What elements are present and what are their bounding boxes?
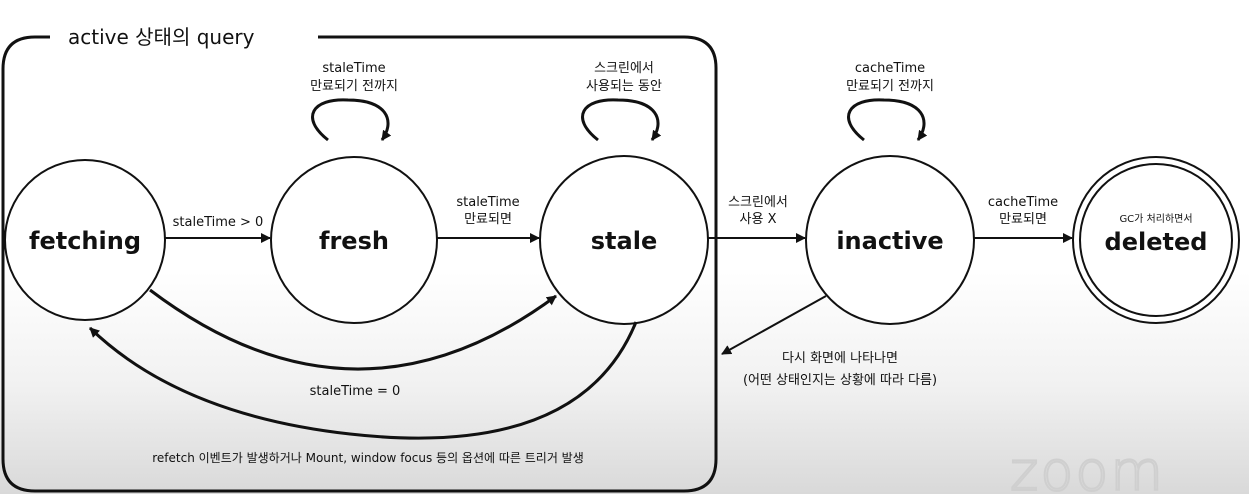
loop-fresh-label-2: 만료되기 전까지	[310, 79, 398, 94]
loop-inactive	[847, 98, 928, 142]
state-deleted-outer	[1072, 156, 1240, 324]
state-fetching	[4, 159, 166, 321]
state-inactive-label: inactive	[836, 227, 943, 255]
active-group-boundary	[1, 35, 718, 493]
loop-inactive-label-1: cacheTime	[855, 61, 925, 76]
label-fetching-to-stale: staleTime = 0	[310, 384, 401, 399]
arrow-inactive-back	[721, 295, 827, 355]
label-inactive-to-deleted-1: cacheTime	[988, 195, 1058, 210]
state-stale-label: stale	[591, 227, 657, 255]
active-group-label: active 상태의 query	[68, 25, 255, 49]
loop-stale-label-1: 스크린에서	[594, 61, 654, 76]
label-stale-to-inactive-2: 사용 X	[740, 212, 777, 227]
label-fresh-to-stale-1: staleTime	[456, 195, 519, 210]
label-inactive-back-2: (어떤 상태인지는 상황에 따라 다름)	[743, 373, 937, 388]
state-deleted-note: GC가 처리하면서	[1119, 212, 1192, 225]
loop-fresh	[311, 98, 392, 142]
state-fetching-label: fetching	[29, 227, 141, 255]
footnote: refetch 이벤트가 발생하거나 Mount, window focus 등…	[152, 451, 584, 465]
loop-inactive-label-2: 만료되기 전까지	[846, 79, 934, 94]
loop-stale-label-2: 사용되는 동안	[586, 79, 662, 94]
state-deleted-inner	[1079, 163, 1233, 317]
label-stale-to-inactive-1: 스크린에서	[728, 195, 788, 210]
loop-fresh-label-1: staleTime	[322, 61, 385, 76]
label-inactive-to-deleted-2: 만료되면	[999, 212, 1047, 227]
state-fresh-label: fresh	[319, 227, 389, 255]
arrow-fetching-to-stale	[149, 288, 557, 371]
loop-stale	[581, 98, 662, 142]
state-stale	[539, 155, 709, 325]
state-deleted-label: deleted	[1105, 228, 1208, 256]
state-fresh	[270, 156, 438, 324]
arrow-stale-to-fetching	[88, 321, 638, 440]
label-fresh-to-stale-2: 만료되면	[464, 212, 512, 227]
label-fetching-to-fresh: staleTime > 0	[173, 215, 264, 230]
zoom-watermark: zoom	[1010, 440, 1165, 494]
label-inactive-back-1: 다시 화면에 나타나면	[782, 351, 898, 366]
state-inactive	[805, 155, 975, 325]
